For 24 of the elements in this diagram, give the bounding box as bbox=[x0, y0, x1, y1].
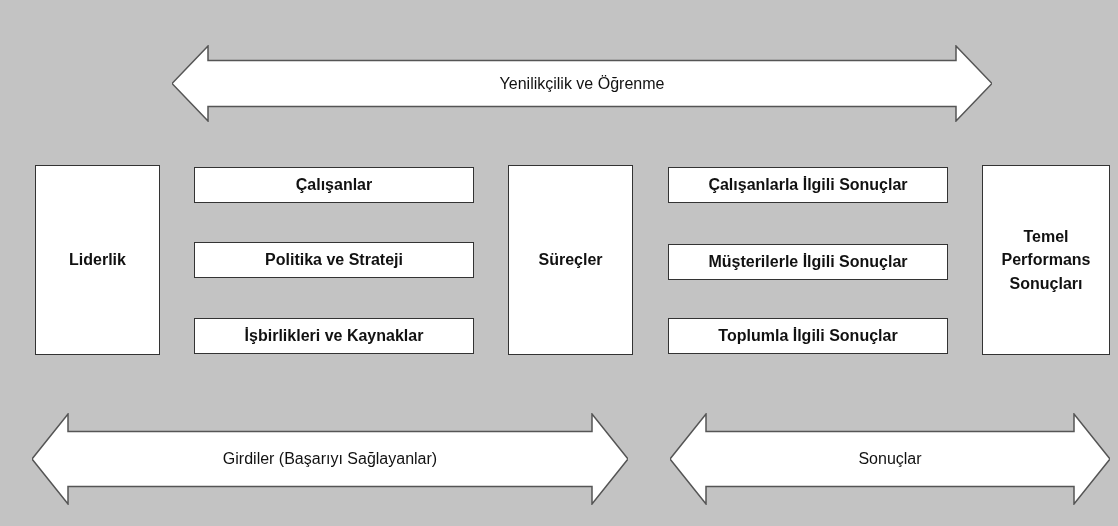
double-arrow-band bbox=[172, 45, 992, 122]
box-label: Politika ve Strateji bbox=[264, 250, 404, 271]
process-box bbox=[35, 165, 160, 355]
process-box bbox=[194, 242, 474, 278]
process-box bbox=[982, 165, 1110, 355]
box-label: Toplumla İlgili Sonuçlar bbox=[717, 326, 899, 347]
box-label: Çalışanlarla İlgili Sonuçlar bbox=[707, 175, 909, 196]
process-box bbox=[194, 167, 474, 203]
double-arrow-band bbox=[32, 413, 628, 505]
box-label: İşbirlikleri ve Kaynaklar bbox=[243, 326, 425, 347]
band-label: Girdiler (Başarıyı Sağlayanlar) bbox=[221, 449, 439, 470]
double-arrow-band bbox=[670, 413, 1110, 505]
process-box bbox=[508, 165, 633, 355]
process-box bbox=[668, 244, 948, 280]
box-label: Çalışanlar bbox=[294, 175, 374, 196]
process-box bbox=[194, 318, 474, 354]
box-label: Liderlik bbox=[68, 250, 127, 271]
process-box bbox=[668, 318, 948, 354]
band-label: Yenilikçilik ve Öğrenme bbox=[498, 73, 666, 94]
process-box bbox=[668, 167, 948, 203]
box-label: Temel Performans Sonuçları bbox=[1000, 227, 1092, 294]
box-label: Müşterilerle İlgili Sonuçlar bbox=[707, 252, 909, 273]
band-label: Sonuçlar bbox=[857, 449, 923, 470]
box-label: Süreçler bbox=[537, 250, 604, 271]
